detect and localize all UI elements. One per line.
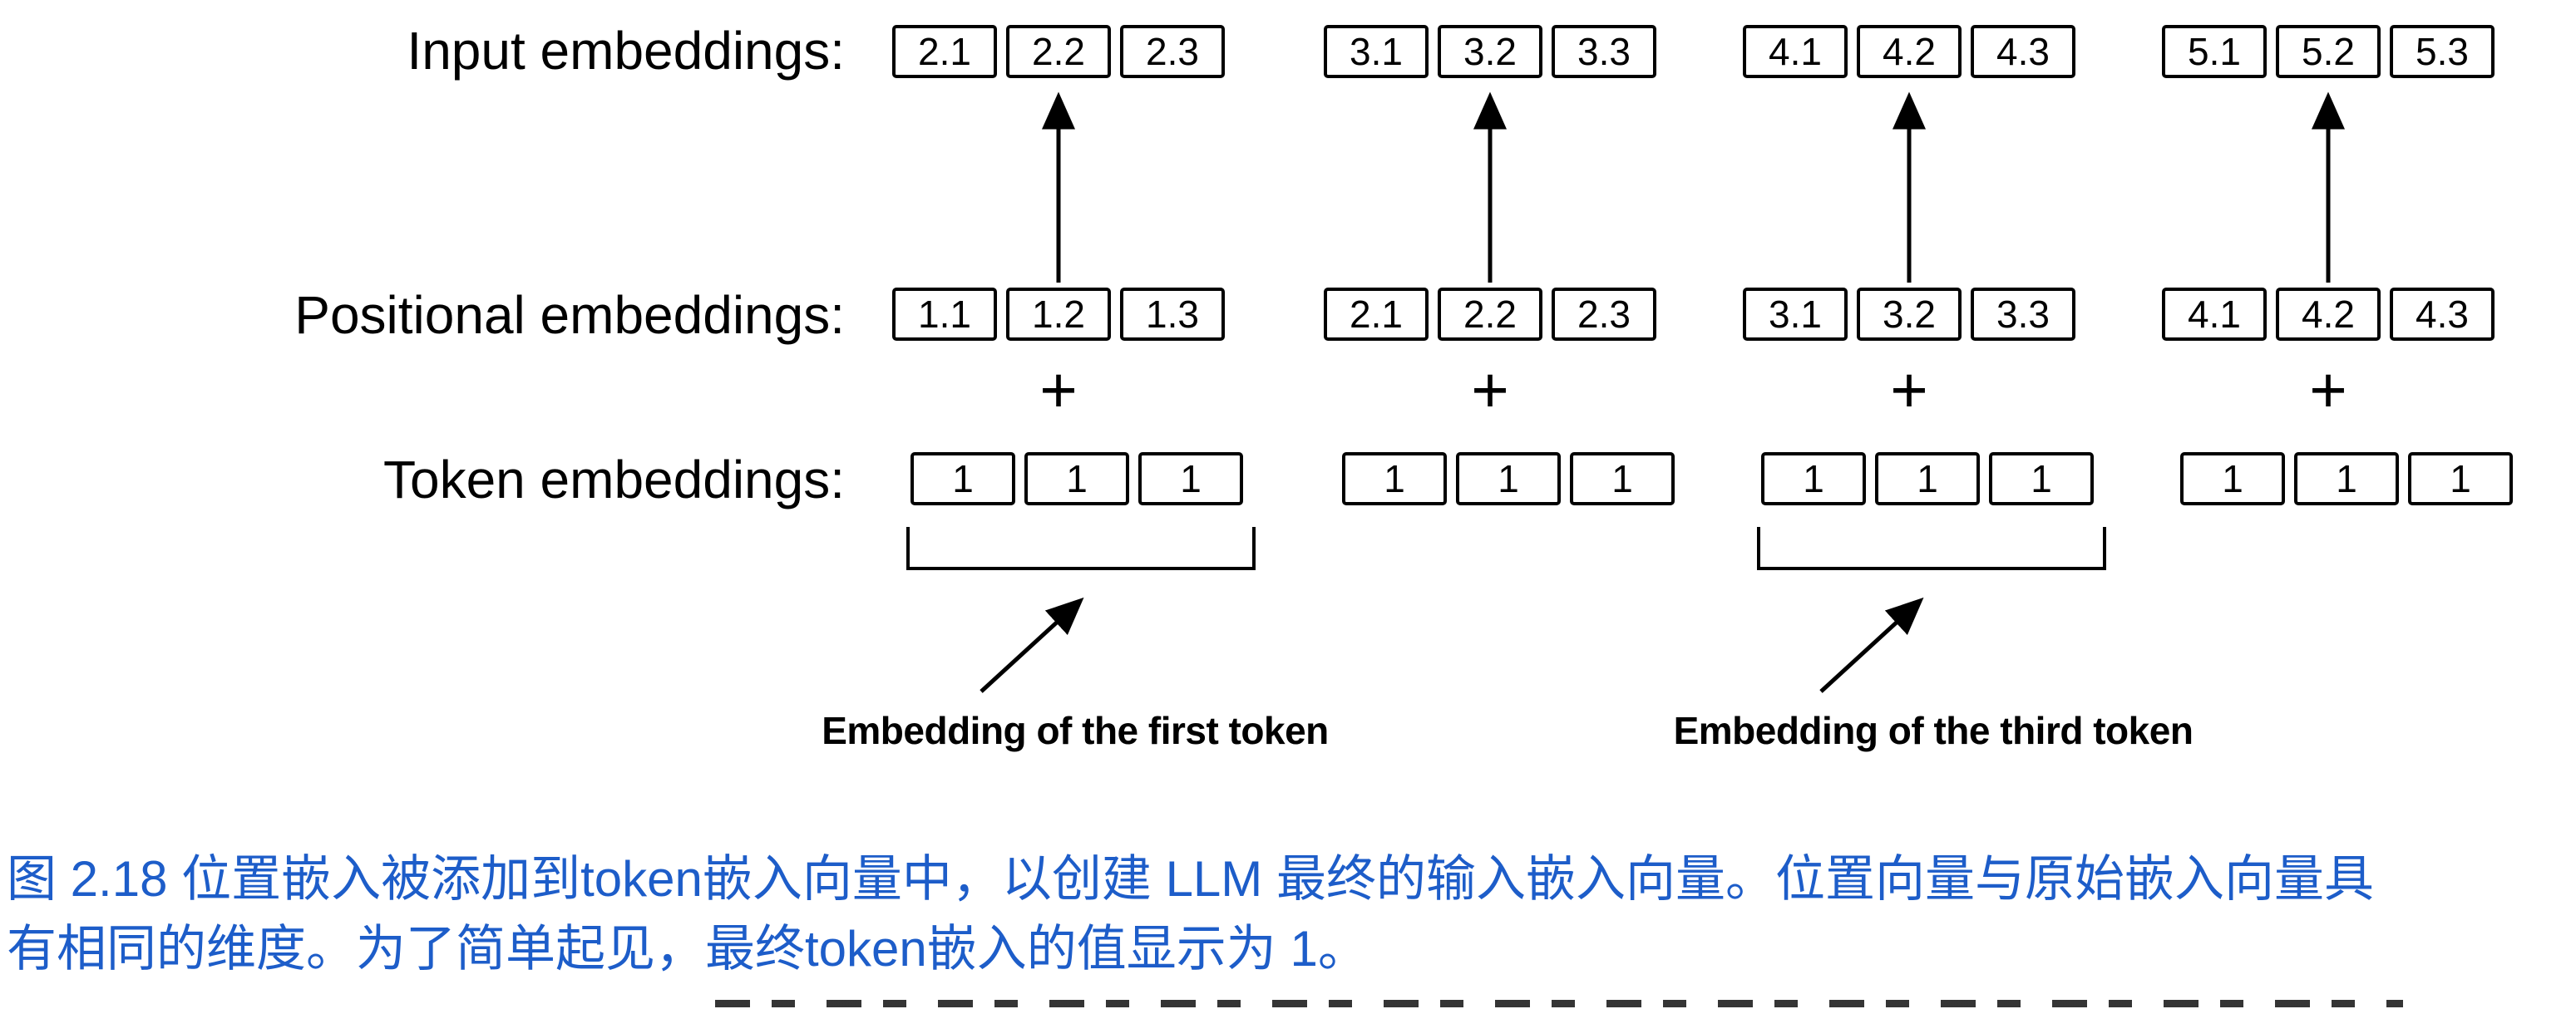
figure-caption: 图 2.18 位置嵌入被添加到token嵌入向量中，以创建 LLM 最终的输入嵌…	[7, 844, 2374, 984]
vector-cell: 1.3	[1120, 288, 1225, 341]
vector-cell: 1	[1570, 452, 1675, 505]
input-embeddings-label: Input embeddings:	[407, 21, 845, 81]
vector-cell: 2.2	[1006, 25, 1111, 78]
vector-cell: 3.2	[1857, 288, 1962, 341]
vector-cell: 4.1	[1743, 25, 1848, 78]
token-vector-1: 1 1 1	[910, 452, 1243, 505]
token-bracket-third	[1757, 527, 2106, 570]
vector-cell: 1.2	[1006, 288, 1111, 341]
vector-cell: 5.2	[2276, 25, 2381, 78]
input-vector-3: 4.1 4.2 4.3	[1743, 25, 2075, 78]
positional-embeddings-label: Positional embeddings:	[294, 285, 845, 345]
up-arrow-icon	[1473, 91, 1507, 283]
callout-arrow-icon	[980, 597, 1084, 693]
positional-vector-2: 2.1 2.2 2.3	[1324, 288, 1656, 341]
vector-cell: 3.2	[1438, 25, 1542, 78]
up-arrow-icon	[1893, 91, 1926, 283]
vector-cell: 1	[1342, 452, 1447, 505]
input-vector-4: 5.1 5.2 5.3	[2162, 25, 2495, 78]
vector-cell: 3.3	[1552, 25, 1656, 78]
positional-vector-1: 1.1 1.2 1.3	[892, 288, 1225, 341]
vector-cell: 5.3	[2390, 25, 2495, 78]
up-arrow-icon	[2312, 91, 2345, 283]
vector-cell: 1	[1875, 452, 1980, 505]
token-bracket-first	[906, 527, 1256, 570]
callout-arrow-icon	[1819, 597, 1924, 693]
vector-cell: 4.3	[2390, 288, 2495, 341]
vector-cell: 4.2	[1857, 25, 1962, 78]
vector-cell: 4.3	[1971, 25, 2075, 78]
plus-operator: +	[1039, 353, 1078, 426]
input-vector-2: 3.1 3.2 3.3	[1324, 25, 1656, 78]
token-vector-4: 1 1 1	[2180, 452, 2513, 505]
vector-cell: 1	[1024, 452, 1129, 505]
up-arrow-icon	[1042, 91, 1075, 283]
vector-cell: 1	[2294, 452, 2399, 505]
vector-cell: 4.1	[2162, 288, 2267, 341]
first-token-annotation: Embedding of the first token	[822, 709, 1329, 752]
vector-cell: 3.1	[1324, 25, 1429, 78]
vector-cell: 2.3	[1552, 288, 1656, 341]
plus-operator: +	[2309, 353, 2347, 426]
figure-caption-line-1: 图 2.18 位置嵌入被添加到token嵌入向量中，以创建 LLM 最终的输入嵌…	[7, 851, 2374, 907]
vector-cell: 1	[2180, 452, 2285, 505]
vector-cell: 2.3	[1120, 25, 1225, 78]
positional-vector-4: 4.1 4.2 4.3	[2162, 288, 2495, 341]
positional-vector-3: 3.1 3.2 3.3	[1743, 288, 2075, 341]
vector-cell: 4.2	[2276, 288, 2381, 341]
input-vector-1: 2.1 2.2 2.3	[892, 25, 1225, 78]
token-vector-3: 1 1 1	[1761, 452, 2094, 505]
vector-cell: 1	[1456, 452, 1561, 505]
clipped-next-line	[715, 1000, 2403, 1007]
vector-cell: 3.1	[1743, 288, 1848, 341]
vector-cell: 1.1	[892, 288, 997, 341]
figure-caption-line-2: 有相同的维度。为了简单起见，最终token嵌入的值显示为 1。	[7, 921, 1368, 977]
vector-cell: 5.1	[2162, 25, 2267, 78]
vector-cell: 2.1	[892, 25, 997, 78]
vector-cell: 1	[910, 452, 1015, 505]
third-token-annotation: Embedding of the third token	[1673, 709, 2194, 752]
vector-cell: 1	[1761, 452, 1866, 505]
vector-cell: 3.3	[1971, 288, 2075, 341]
plus-operator: +	[1471, 353, 1509, 426]
vector-cell: 2.2	[1438, 288, 1542, 341]
token-vector-2: 1 1 1	[1342, 452, 1675, 505]
vector-cell: 1	[1138, 452, 1243, 505]
plus-operator: +	[1890, 353, 1928, 426]
vector-cell: 1	[2408, 452, 2513, 505]
vector-cell: 2.1	[1324, 288, 1429, 341]
vector-cell: 1	[1989, 452, 2094, 505]
token-embeddings-label: Token embeddings:	[382, 450, 845, 509]
